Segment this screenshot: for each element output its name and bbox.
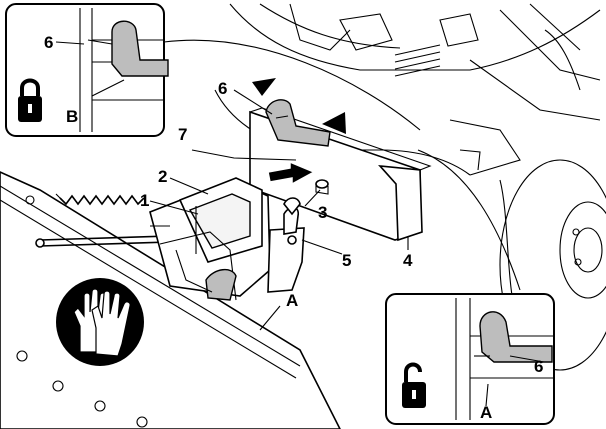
position-arrows: [252, 78, 346, 134]
spring: [55, 193, 145, 206]
inset-top-callout-6: 6: [44, 33, 53, 52]
locked-padlock-icon: [18, 78, 42, 122]
callout-6-main: 6: [218, 79, 227, 98]
callout-a-main: A: [286, 291, 298, 310]
push-direction-arrow-icon: [267, 160, 316, 186]
inset-locked: [5, 3, 169, 137]
callout-4: 4: [403, 251, 413, 270]
callout-5: 5: [342, 251, 351, 270]
protective-gloves-icon: [56, 278, 144, 366]
callout-3: 3: [318, 203, 327, 222]
callout-2: 2: [158, 167, 167, 186]
inset-bottom-callout-a: A: [480, 403, 492, 422]
inset-top-callout-b: B: [66, 107, 78, 126]
blade-frame: [0, 171, 341, 429]
callout-1: 1: [140, 191, 149, 210]
inset-bottom-callout-6: 6: [534, 357, 543, 376]
callout-leaders: [149, 39, 521, 331]
latch-main: [265, 99, 331, 147]
unlocked-padlock-icon: [402, 362, 426, 408]
inset-unlocked: [385, 293, 555, 425]
pin-part: [315, 179, 329, 195]
callout-7: 7: [178, 125, 187, 144]
